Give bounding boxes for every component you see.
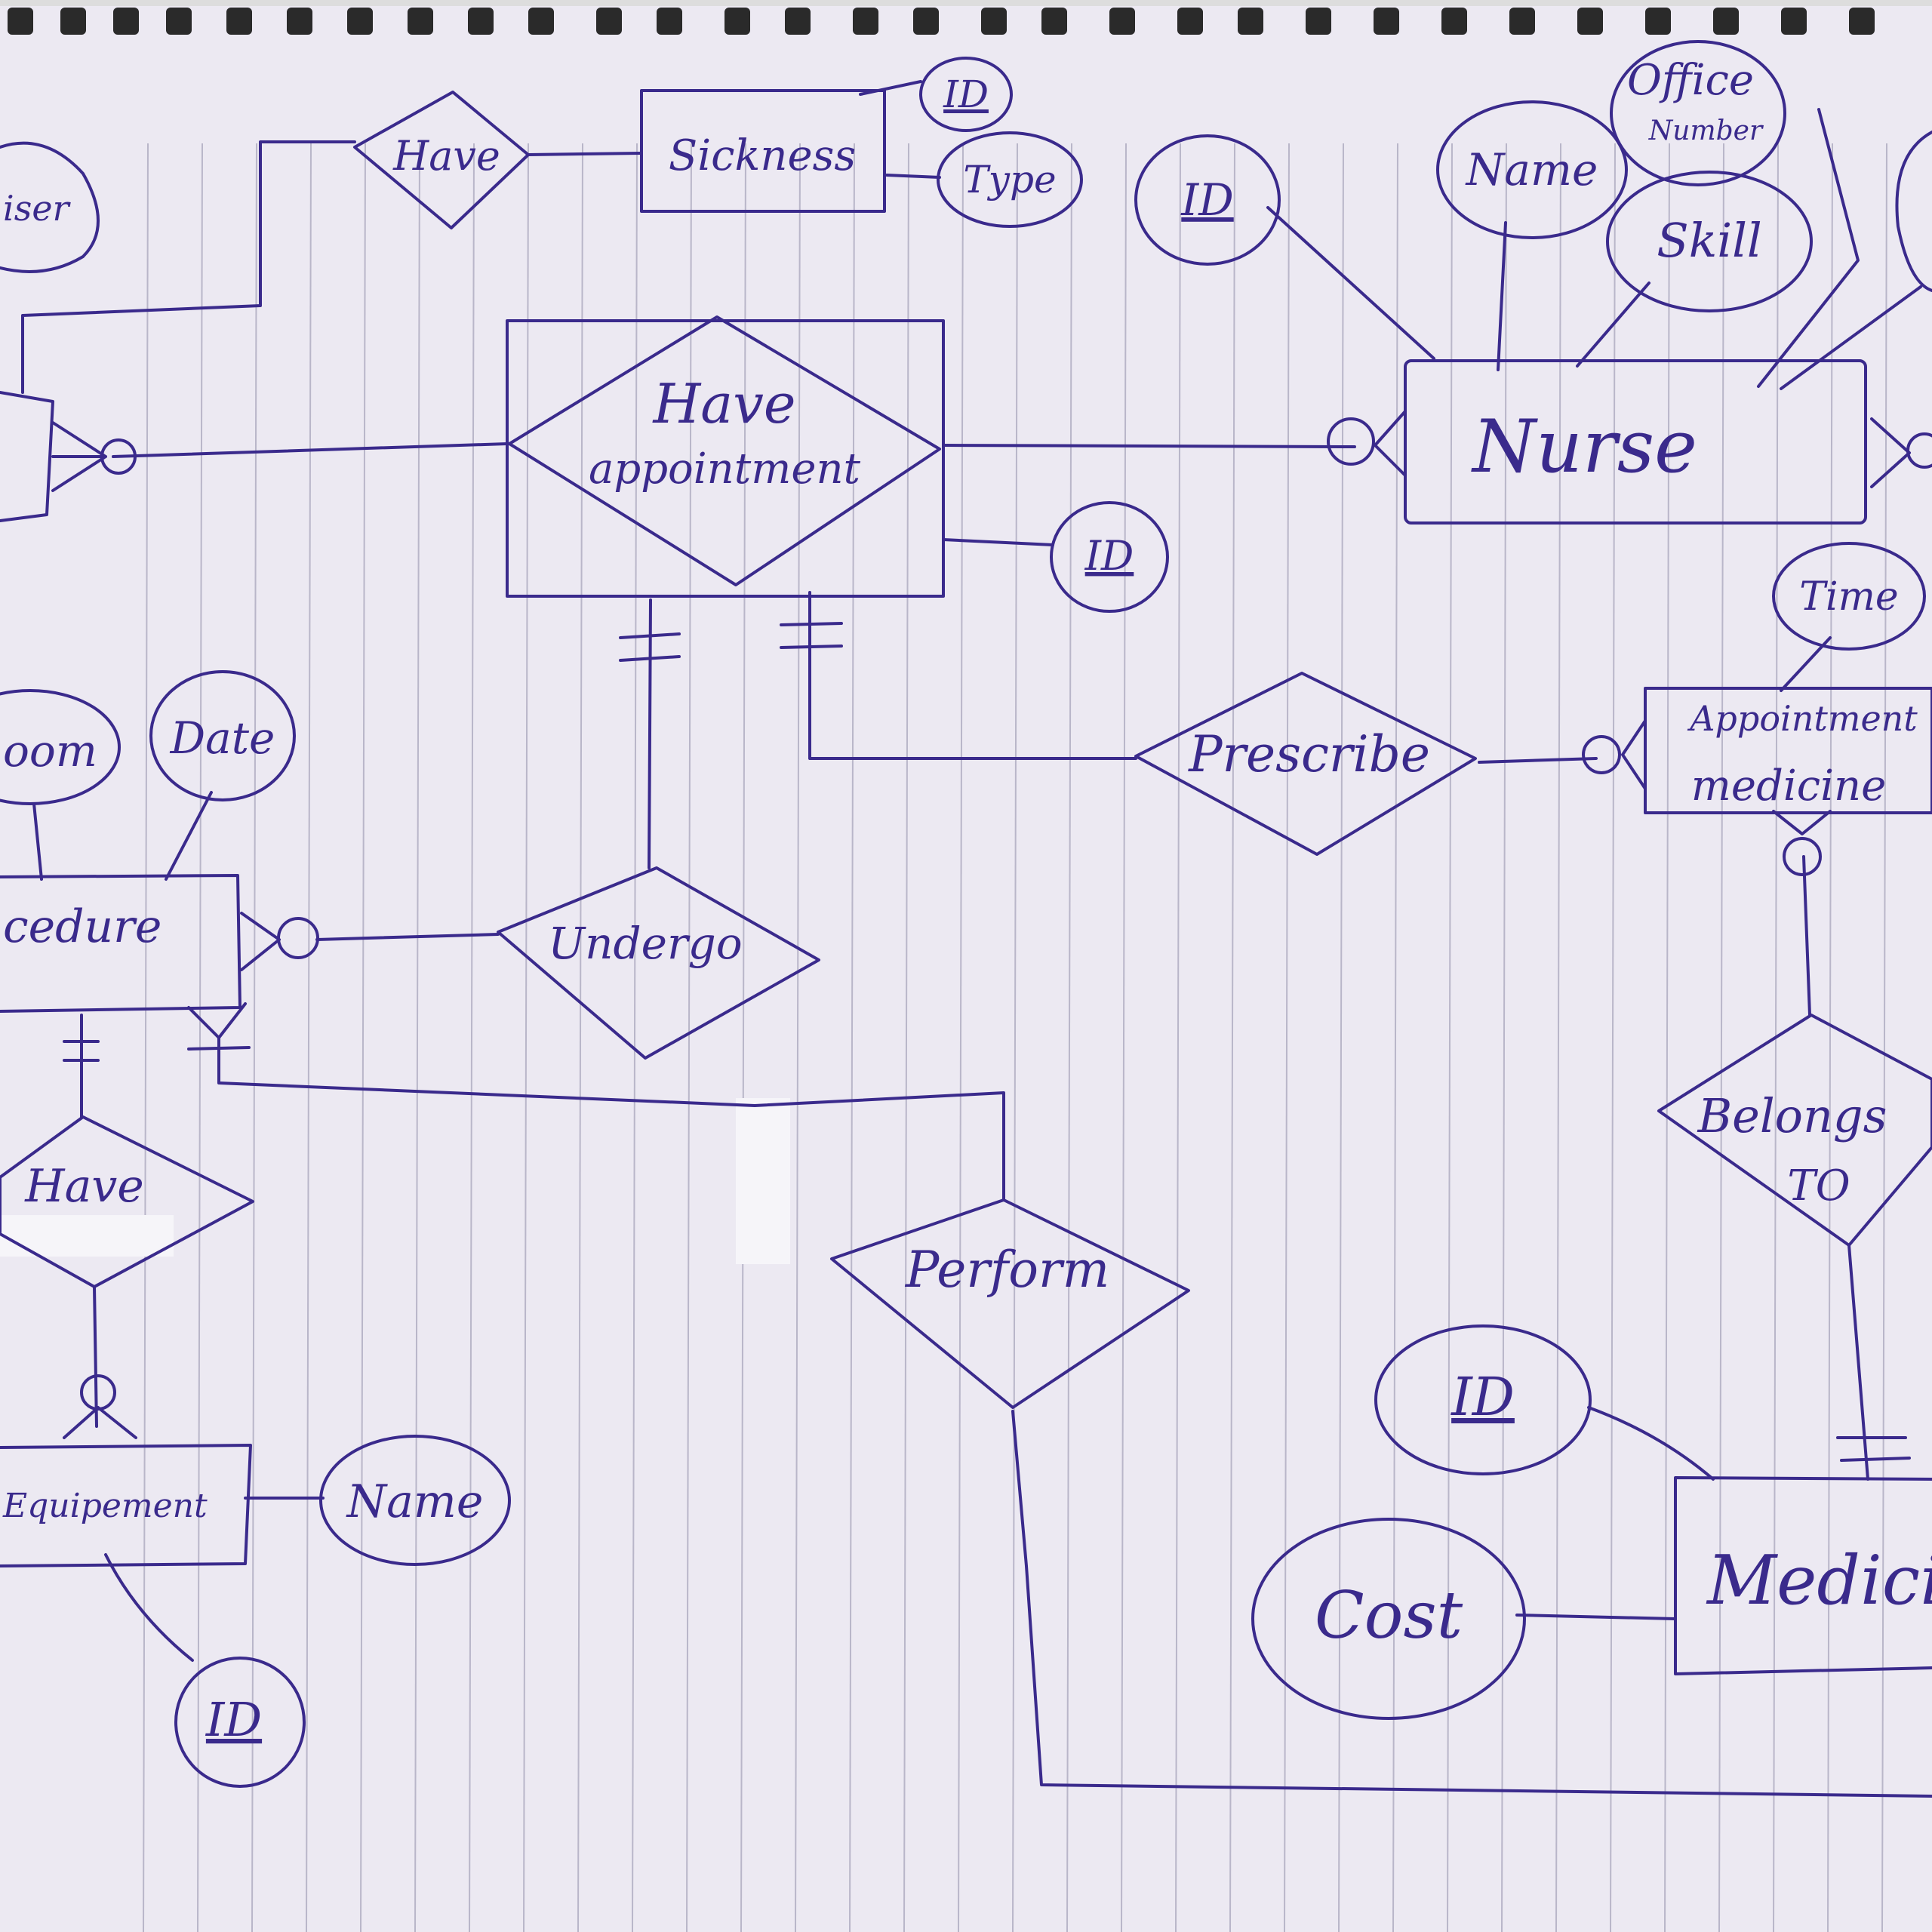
attribute-sickness-type-label: Type: [963, 158, 1056, 202]
entity-procedure-label: cedure: [3, 900, 162, 953]
correction-patch: [0, 1215, 174, 1257]
attribute-equipement-name-label: Name: [346, 1475, 484, 1528]
attribute-appointment-id-label: ID: [1084, 532, 1134, 580]
relationship-have-appointment: Have appointment: [506, 315, 945, 598]
attribute-nurse-skill-label: Skill: [1657, 213, 1762, 268]
relationship-prescribe: Prescribe: [1134, 672, 1477, 856]
attribute-time-label: Time: [1799, 574, 1898, 620]
correction-patch: [736, 1098, 790, 1264]
attribute-date-label: Date: [170, 712, 275, 764]
entity-nurse-label: Nurse: [1471, 405, 1697, 489]
entity-appointment-medicine-label-2: medicine: [1691, 761, 1886, 811]
attribute-procedure-date: Date: [149, 670, 296, 801]
entity-appointment-medicine: Appointment medicine: [1644, 687, 1932, 814]
attribute-nurse-office-number: Office Number: [1610, 40, 1786, 186]
entity-sickness: Sickness: [640, 89, 886, 213]
entity-appointment-medicine-label-1: Appointment: [1687, 698, 1918, 739]
attribute-medicine-cost: Cost: [1251, 1518, 1526, 1720]
entity-medicine-label: Medici: [1706, 1541, 1932, 1620]
attribute-appointment-id: ID: [1050, 501, 1169, 613]
attribute-equipement-name: Name: [319, 1435, 511, 1566]
relationship-have-top-label: Have: [392, 132, 500, 180]
spiral-binding: [0, 0, 1932, 35]
attribute-medicine-id-label: ID: [1450, 1366, 1515, 1428]
attribute-medicine-id: ID: [1374, 1324, 1592, 1475]
attribute-nurse-name-label: Name: [1465, 144, 1598, 195]
attribute-nurse-office-label-2: Number: [1648, 115, 1764, 146]
relationship-have-left-label: Have: [24, 1160, 144, 1213]
relationship-undergo: Undergo: [497, 866, 820, 1060]
relationship-undergo-label: Undergo: [548, 918, 742, 969]
attribute-room-label: oom: [3, 725, 97, 777]
attribute-nurse-id: ID: [1134, 134, 1281, 266]
connector-lines: [21, 80, 1932, 1798]
relationship-have-appointment-label-1: Have: [652, 372, 796, 435]
relationship-perform: Perform: [830, 1198, 1190, 1409]
attribute-nurse-partial: [1895, 131, 1932, 292]
relationship-belongs-to: Belongs TO: [1657, 1014, 1932, 1247]
attribute-nurse-skill: Skill: [1606, 171, 1813, 312]
attribute-top-left-partial-label: iser: [3, 188, 72, 229]
attribute-top-left-partial: iser: [0, 141, 100, 273]
attribute-sickness-id-label: ID: [943, 72, 989, 116]
attribute-sickness-type: Type: [937, 131, 1083, 228]
entity-equipement-label: Equipement: [2, 1487, 208, 1525]
attribute-equipement-id-label: ID: [205, 1692, 262, 1747]
entity-procedure: cedure: [0, 874, 242, 1013]
attribute-medicine-cost-label: Cost: [1315, 1578, 1463, 1654]
attribute-nurse-name: Name: [1436, 100, 1628, 239]
relationship-have-top: Have: [353, 91, 530, 229]
entity-left-partial: [0, 391, 54, 522]
attribute-nurse-office-label-1: Office: [1627, 56, 1754, 105]
entity-nurse: Nurse: [1404, 359, 1867, 525]
relationship-belongs-to-label-1: Belongs: [1697, 1088, 1887, 1143]
relationship-have-left: Have: [0, 1115, 254, 1288]
entity-medicine: Medici: [1674, 1476, 1932, 1675]
attribute-nurse-id-label: ID: [1180, 174, 1233, 226]
entity-equipement: Equipement: [0, 1444, 252, 1567]
relationship-belongs-to-label-2: TO: [1787, 1161, 1850, 1211]
attribute-sickness-id: ID: [919, 57, 1013, 132]
relationship-prescribe-label: Prescribe: [1188, 725, 1430, 783]
attribute-procedure-room: oom: [0, 689, 121, 805]
relationship-perform-label: Perform: [905, 1241, 1109, 1299]
cardinality-marks: [51, 410, 1932, 1462]
entity-sickness-label: Sickness: [669, 131, 856, 180]
relationship-have-appointment-label-2: appointment: [589, 445, 861, 494]
page-ruling: [143, 143, 1887, 1932]
attribute-equipement-id: ID: [174, 1657, 306, 1788]
attribute-appointment-medicine-time: Time: [1772, 542, 1926, 651]
